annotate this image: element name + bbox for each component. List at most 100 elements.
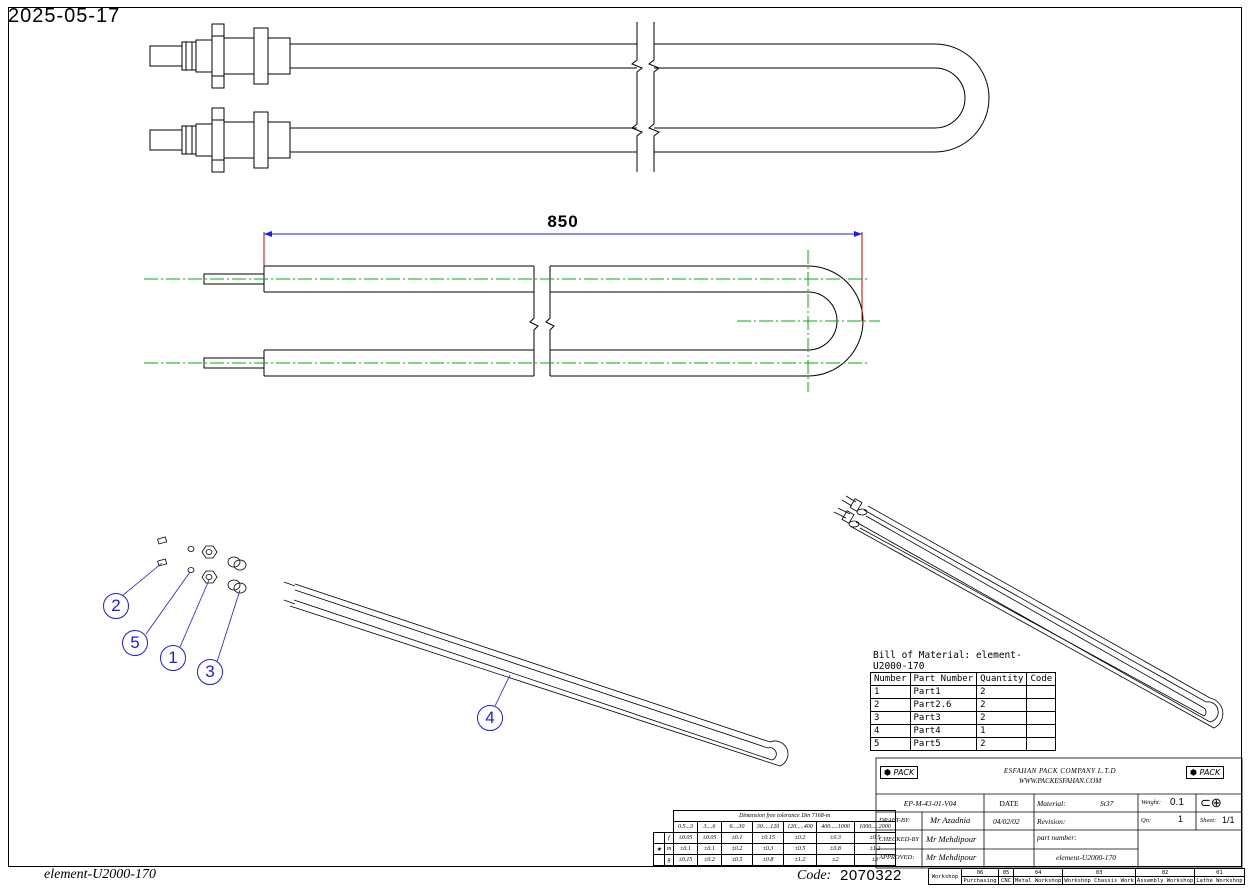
workshop-num: 03: [1062, 868, 1136, 877]
bom-header-row: Number Part Number Quantity Code: [870, 672, 1057, 686]
tolerance-value: ±0.15: [673, 854, 698, 866]
company-website: WWW.PACKESFAHAN.COM: [1018, 777, 1102, 785]
draft-by-value: Mr Azadnia: [930, 815, 971, 825]
hex-nut-lower: [211, 107, 225, 173]
tolerance-table: Dimension free tolerance Din 7168-m 0.5.…: [653, 810, 896, 866]
tolerance-value: ±0.05: [673, 832, 698, 844]
leader-lines: [121, 562, 511, 707]
tolerance-value: ±0.3: [816, 832, 855, 844]
date-value: 04/02/02: [993, 817, 1020, 826]
bom-cell: [1026, 711, 1057, 725]
workshop-name: Lathe Workshop: [1194, 876, 1245, 885]
material-label: Material:: [1037, 799, 1066, 808]
top-view: [203, 265, 864, 377]
tolerance-value: ±1.2: [854, 843, 896, 855]
approved-label: APPROVED:: [879, 854, 915, 861]
bom-header-number: Number: [870, 672, 911, 686]
date-label: DATE: [999, 799, 1019, 808]
bom-cell: 1: [976, 724, 1028, 738]
terminal-upper: [149, 45, 183, 67]
company-logo-left: ⬢ PACK: [880, 766, 919, 779]
tolerance-value: ±0.2: [783, 832, 817, 844]
weight-label: Weight:: [1141, 799, 1161, 806]
balloon-2: 2: [103, 593, 129, 619]
print-date: 2025-05-17: [8, 5, 121, 27]
bom-cell: 2: [976, 737, 1028, 751]
hex-nut-upper: [211, 23, 225, 89]
workshop-name: Purchasing: [961, 876, 999, 885]
balloon-4: 4: [477, 705, 503, 731]
dimension-850: [263, 231, 863, 321]
bom-cell: 2: [976, 698, 1028, 712]
logo-icon: ⬢: [884, 768, 891, 777]
tolerance-class: g: [664, 854, 674, 866]
workshop-label: Workshop: [928, 868, 962, 885]
balloon-5: 5: [122, 630, 148, 656]
logo-icon: ⬢: [1190, 768, 1197, 777]
bom-cell: [1026, 685, 1057, 699]
tolerance-range: 120.....400: [783, 821, 817, 833]
part-number-value: element-U2000-170: [1056, 853, 1116, 862]
tolerance-value: ±0.5: [783, 843, 817, 855]
logo-text: PACK: [893, 768, 915, 777]
bom-cell: [1026, 724, 1057, 738]
workshop-num: 01: [1194, 868, 1245, 877]
tolerance-row-m: ★ m ±0.1 ±0.1 ±0.2 ±0.3 ±0.5 ±0.8 ±1.2: [653, 843, 896, 855]
tolerance-value: ±0.15: [752, 832, 784, 844]
balloon-3: 3: [197, 659, 223, 685]
bom-cell: Part2.6: [909, 698, 978, 712]
tolerance-title: Dimension free tolerance Din 7168-m: [673, 810, 896, 822]
exploded-view: [157, 536, 789, 767]
tolerance-value: ±0.2: [721, 843, 753, 855]
tolerance-range: 3....6: [697, 821, 722, 833]
approved-by-value: Mr Mehdipour: [926, 852, 977, 862]
tolerance-value: ±3: [854, 854, 896, 866]
quantity-label: Qn:: [1141, 817, 1152, 824]
workshop-num: 05: [998, 868, 1014, 877]
tolerance-range: 400.....1000: [816, 821, 855, 833]
company-name: ESFAHAN PACK COMPANY L.T.D: [1003, 767, 1117, 775]
bom-cell: [1026, 698, 1057, 712]
flange-upper: [253, 27, 269, 85]
tolerance-value: ±0.05: [697, 832, 722, 844]
workshop-num: 06: [961, 868, 999, 877]
nut-small-upper: [181, 41, 197, 71]
code-value: 2070322: [840, 867, 902, 884]
tolerance-value: ±0.8: [816, 843, 855, 855]
sheet-label: Sheet:: [1200, 817, 1217, 824]
tolerance-value: ±0.1: [721, 832, 753, 844]
bom-header-part-number: Part Number: [909, 672, 978, 686]
tolerance-range: 30.....120: [752, 821, 784, 833]
bom-header-quantity: Quantity: [976, 672, 1028, 686]
flange-lower: [253, 111, 269, 169]
tolerance-value: ±0.2: [697, 854, 722, 866]
tolerance-value: ±0.1: [673, 843, 698, 855]
tolerance-mark: ★: [653, 843, 665, 855]
tolerance-range: 0.5...3: [673, 821, 698, 833]
bom-cell: Part4: [909, 724, 978, 738]
revision-label: Revision:: [1037, 817, 1066, 826]
workshop-name: Assembly Workshop: [1134, 876, 1196, 885]
projection-symbol-icon: ⊂⊕: [1200, 795, 1222, 810]
tolerance-range: 6....30: [721, 821, 753, 833]
file-name: element-U2000-170: [44, 867, 156, 882]
balloon-1: 1: [160, 645, 186, 671]
center-lines: [144, 250, 880, 392]
dimension-850-label: 850: [547, 212, 579, 231]
bom-cell: Part5: [909, 737, 978, 751]
bom-cell: [1026, 737, 1057, 751]
drawing-frame: [8, 7, 1242, 867]
draft-by-label: DRAFT-BY:: [879, 817, 911, 824]
workshop-name: Workshop Chassis Work: [1062, 876, 1136, 885]
bom-cell: 4: [870, 724, 911, 738]
logo-text: PACK: [1199, 768, 1221, 777]
tolerance-range-row: 0.5...3 3....6 6....30 30.....120 120...…: [654, 821, 896, 833]
workshop-num: 04: [1012, 868, 1064, 877]
bom-cell: 2: [976, 685, 1028, 699]
workshop-name-row: Purchasing CNC Metal Workshop Workshop C…: [929, 876, 1245, 885]
